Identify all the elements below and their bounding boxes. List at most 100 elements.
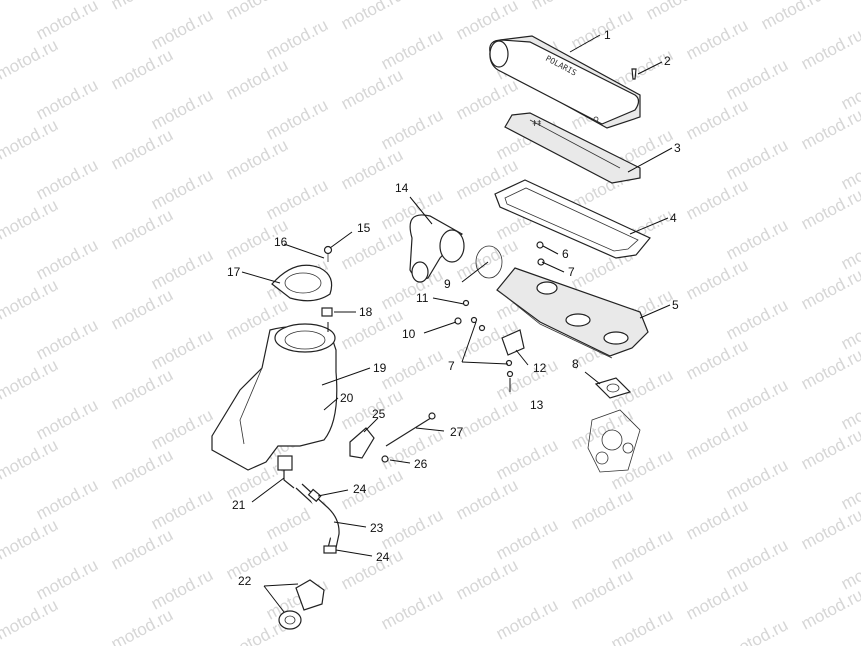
part-drain-22 (278, 579, 325, 630)
callout-20: 20 (340, 391, 354, 405)
watermark-text: motod.ru (723, 295, 791, 343)
watermark-text: motod.ru (758, 0, 826, 34)
watermark-text: motod.ru (0, 35, 61, 83)
part-main-housing (211, 323, 338, 471)
watermark-text: motod.ru (723, 455, 791, 503)
part-bracket-12 (501, 329, 525, 356)
callout-8: 8 (572, 357, 579, 371)
watermark-text: motod.ru (223, 535, 291, 583)
watermark-text: motod.ru (148, 565, 216, 613)
watermark-text: motod.ru (108, 365, 176, 413)
watermark-text: motod.ru (33, 475, 101, 523)
watermark-text: motod.ru (798, 265, 861, 313)
watermark-text: motod.ru (338, 225, 406, 273)
watermark-text: motod.ru (378, 25, 446, 73)
part-valve-21 (277, 455, 295, 489)
watermark-text: motod.ru (148, 485, 216, 533)
watermark-text: motod.ru (798, 25, 861, 73)
callout-14: 14 (395, 181, 409, 195)
watermark-text: motod.ru (33, 235, 101, 283)
callout-2: 2 (664, 54, 671, 68)
watermark-text: motod.ru (683, 255, 751, 303)
part-intake-tube (409, 214, 465, 283)
watermark-text: motod.ru (683, 95, 751, 143)
callout-24-upper: 24 (353, 482, 367, 496)
watermark-text: motod.ru (263, 15, 331, 63)
part-screw-2 (631, 68, 637, 80)
watermark-text: motod.ru (0, 355, 61, 403)
watermark-text: motod.ru (453, 475, 521, 523)
callout-16: 16 (274, 235, 288, 249)
callout-27: 27 (450, 425, 464, 439)
watermark-text: motod.ru (0, 195, 61, 243)
watermark-text: motod.ru (0, 115, 61, 163)
watermark-text: motod.ru (378, 105, 446, 153)
watermark-text: motod.ru (723, 615, 791, 646)
watermark-text: motod.ru (723, 135, 791, 183)
parts-layer: POLARIS ǂǂ (211, 35, 651, 630)
callout-11: 11 (416, 291, 429, 305)
watermark-text: motod.ru (568, 485, 636, 533)
watermark-text: motod.ru (608, 525, 676, 573)
watermark-text: motod.ru (0, 0, 61, 4)
watermark-text: motod.ru (798, 345, 861, 393)
watermark-text: motod.ru (338, 65, 406, 113)
watermark-text: motod.ru (148, 5, 216, 53)
svg-text:ǂǂ: ǂǂ (532, 119, 542, 128)
callout-15: 15 (357, 221, 371, 235)
callout-13: 13 (530, 398, 544, 412)
watermark-text: motod.ru (263, 175, 331, 223)
watermark-text: motod.ru (148, 85, 216, 133)
part-fitting-26 (381, 455, 389, 463)
watermark-text: motod.ru (33, 395, 101, 443)
watermark-text: motod.ru (0, 275, 61, 323)
callout-18: 18 (359, 305, 373, 319)
watermark-text: motod.ru (108, 285, 176, 333)
watermark-text: motod.ru (108, 125, 176, 173)
watermark-text: motod.ru (608, 605, 676, 646)
callout-9: 9 (444, 277, 451, 291)
callout-22: 22 (238, 574, 252, 588)
part-clamp-9 (475, 245, 503, 279)
watermark-text: motod.ru (33, 555, 101, 603)
watermark-text: motod.ru (568, 565, 636, 613)
watermark-text: motod.ru (798, 105, 861, 153)
callout-5: 5 (672, 298, 679, 312)
callout-19: 19 (373, 361, 387, 375)
watermark-text: motod.ru (493, 355, 561, 403)
part-airbox-base (496, 267, 649, 359)
part-bolt-15-16 (323, 245, 333, 262)
fasteners-6-7 (454, 241, 545, 378)
part-gasket (494, 179, 651, 259)
watermark-text: motod.ru (493, 515, 561, 563)
watermark-text: motod.ru (493, 435, 561, 483)
watermark-text: motod.ru (378, 585, 446, 633)
watermark-text: motod.ru (798, 425, 861, 473)
part-flange-8 (594, 377, 632, 399)
watermark-text: motod.ru (378, 425, 446, 473)
watermark-text: motod.ru (453, 0, 521, 44)
callout-1: 1 (604, 28, 611, 42)
watermark-text: motod.ru (108, 45, 176, 93)
part-plate-17 (271, 264, 333, 302)
watermark-text: motod.ru (453, 555, 521, 603)
callout-4: 4 (670, 211, 677, 225)
callout-23: 23 (370, 521, 384, 535)
callout-25: 25 (372, 407, 386, 421)
callout-labels: 1 2 3 4 5 6 7 7 8 9 10 11 12 13 14 15 16… (227, 28, 681, 588)
watermark-text: motod.ru (108, 605, 176, 646)
watermark-text: motod.ru (378, 505, 446, 553)
part-top-cover: POLARIS (489, 35, 641, 129)
watermark-text: motod.ru (723, 55, 791, 103)
watermark-text: motod.ru (683, 575, 751, 623)
watermark-text: motod.ru (0, 515, 61, 563)
watermark-text: motod.ru (148, 245, 216, 293)
watermark-text: motod.ru (0, 435, 61, 483)
watermark-text: motod.ru (798, 585, 861, 633)
watermark-text: motod.ru (723, 535, 791, 583)
part-filter-element: ǂǂ (504, 112, 641, 184)
watermark-text: motod.ru (108, 205, 176, 253)
watermark-text: motod.ru (683, 175, 751, 223)
